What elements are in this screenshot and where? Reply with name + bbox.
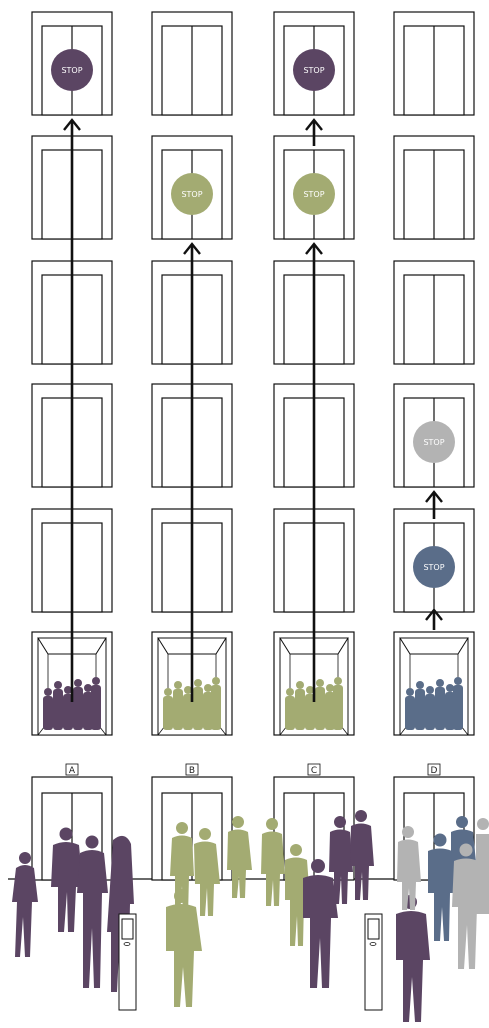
arrow-d-to-floor-2 — [426, 610, 442, 630]
door-d-floor-5 — [394, 136, 474, 239]
door-d-floor-6 — [394, 12, 474, 115]
stop-label: STOP — [303, 190, 324, 199]
elevator-label-c: C — [311, 766, 317, 776]
elevator-shafts — [32, 12, 474, 735]
elevator-label-a: A — [69, 766, 76, 776]
stop-label: STOP — [303, 66, 324, 75]
person-gray-3 — [476, 818, 489, 914]
stop-marker-d-floor-3: STOP — [413, 421, 455, 463]
door-d-floor-4 — [394, 261, 474, 364]
elevator-label-b: B — [189, 766, 195, 776]
door-b-floor-6 — [152, 12, 232, 115]
stop-label: STOP — [61, 66, 82, 75]
destination-kiosk-right — [365, 914, 382, 1010]
elevator-label-d: D — [431, 766, 438, 776]
stop-marker-b-floor-5: STOP — [171, 173, 213, 215]
travel-arrows — [64, 120, 442, 702]
person-purple-3 — [77, 836, 108, 989]
person-purple-8 — [396, 895, 430, 1022]
person-green-4 — [166, 889, 202, 1007]
stop-label: STOP — [423, 563, 444, 572]
stop-label: STOP — [181, 190, 202, 199]
kiosk-screen-left — [122, 919, 133, 939]
car-d — [394, 632, 474, 735]
kiosk-screen-right — [368, 919, 379, 939]
stop-marker-d-floor-2: STOP — [413, 546, 455, 588]
stop-marker-a-floor-6: STOP — [51, 49, 93, 91]
elevator-labels: A B C D — [66, 764, 440, 776]
stop-label: STOP — [423, 438, 444, 447]
destination-kiosk-left — [119, 914, 136, 1010]
stop-marker-c-floor-5: STOP — [293, 173, 335, 215]
stop-marker-c-floor-6: STOP — [293, 49, 335, 91]
person-purple-5 — [303, 859, 338, 988]
